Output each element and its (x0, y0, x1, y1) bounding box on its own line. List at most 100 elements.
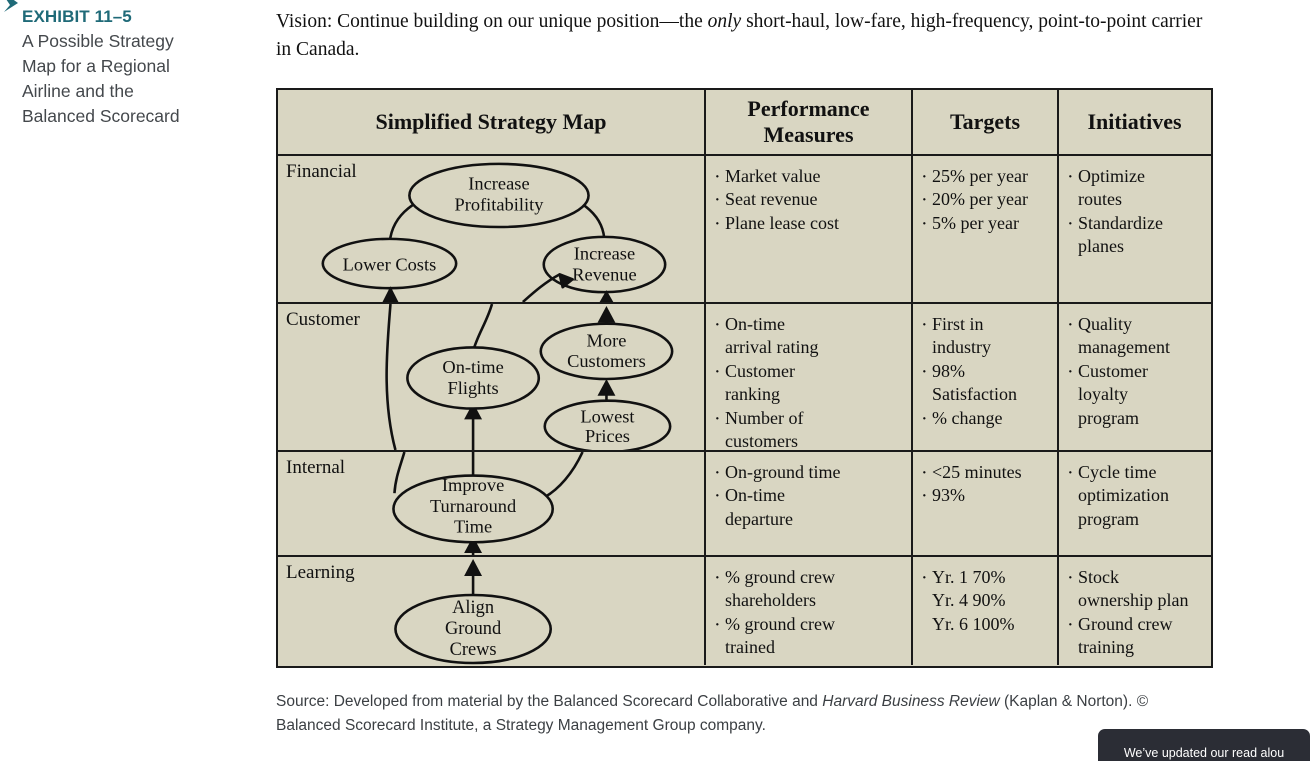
node-label: More (587, 330, 627, 350)
arrowhead (464, 536, 483, 554)
targets-list: First in industry 98% Satisfaction % cha… (913, 304, 1057, 432)
node-label: Revenue (572, 264, 636, 284)
targets-list: <25 minutes 93% (913, 452, 1057, 510)
exhibit-title-line-1: A Possible Strategy (22, 31, 174, 52)
targets-list: 25% per year 20% per year 5% per year (913, 156, 1057, 237)
initiatives-list: Optimize routes Standardize planes (1059, 156, 1210, 259)
measures-customer: On-time arrival rating Customer ranking … (706, 304, 913, 453)
node-label: Improve (442, 475, 504, 495)
list-item: management (1078, 337, 1170, 358)
strategy-map-canvas-internal: Improve Turnaround Time (392, 452, 584, 555)
node-label: Increase (574, 244, 635, 264)
table-header-row: Simplified Strategy Map Performance Meas… (278, 90, 1211, 156)
strategy-map-customer: Customer On-time Flight (278, 304, 706, 450)
node-label: Prices (585, 426, 630, 446)
header-strategy-map: Simplified Strategy Map (278, 90, 706, 154)
targets-internal: <25 minutes 93% (913, 452, 1059, 555)
toast-message: We’ve updated our read alou (1123, 746, 1285, 760)
arrowhead (464, 402, 483, 420)
list-item: departure (725, 508, 793, 529)
node-label: Profitability (454, 194, 544, 214)
back-chevron-icon[interactable] (0, 0, 32, 26)
list-item: arrival rating (725, 337, 819, 358)
strategy-map-canvas-financial: Increase Profitability Lower Costs Incre… (321, 162, 667, 302)
exhibit-caption: EXHIBIT 11–5 A Possible Strategy Map for… (22, 6, 262, 129)
node-label: Flights (448, 378, 499, 398)
arrowhead (597, 305, 616, 323)
arrowhead (558, 273, 574, 289)
list-item: customers (725, 430, 798, 451)
table-row-financial: Financial Increase Profitability Lower C… (278, 156, 1211, 304)
list-item: On-time (714, 312, 905, 338)
node-increase-revenue (542, 235, 667, 294)
exhibit-title-line-2: Map for a Regional (22, 56, 170, 77)
list-item: Plane lease cost (714, 211, 905, 237)
initiatives-list: Quality management Customer loyalty prog… (1059, 304, 1210, 430)
measures-financial: Market value Seat revenue Plane lease co… (706, 156, 913, 302)
arrowhead (599, 290, 614, 302)
source-text-part-1: Source: Developed from material by the B… (276, 693, 823, 710)
targets-list: Yr. 1 70% Yr. 4 90% Yr. 6 100% (913, 557, 1057, 636)
node-label: On-time (442, 357, 503, 377)
initiatives-learning: Stock ownership plan Ground crew trainin… (1059, 557, 1210, 665)
perspective-label-learning: Learning (286, 562, 355, 583)
arrowhead (382, 286, 399, 302)
list-item: loyalty (1078, 384, 1128, 405)
list-item: On-ground time (714, 460, 905, 486)
initiatives-list: Stock ownership plan Ground crew trainin… (1059, 557, 1210, 660)
list-item: 98% (921, 359, 1051, 385)
exhibit-title-line-3: Airline and the (22, 80, 134, 101)
measures-list: On-ground time On-time departure (706, 452, 911, 531)
list-item: planes (1078, 236, 1124, 257)
list-item: shareholders (725, 590, 816, 611)
list-item: program (1078, 508, 1139, 529)
node-label: Crews (450, 639, 497, 659)
node-label: Customers (567, 351, 646, 371)
perspective-label-customer: Customer (286, 309, 360, 330)
initiatives-financial: Optimize routes Standardize planes (1059, 156, 1210, 302)
list-item: industry (932, 337, 992, 358)
exhibit-title-line-4: Balanced Scorecard (22, 105, 180, 126)
initiatives-internal: Cycle time optimization program (1059, 452, 1210, 555)
header-measures-line-1: Performance (747, 95, 870, 121)
node-label: Increase (468, 174, 529, 194)
targets-financial: 25% per year 20% per year 5% per year (913, 156, 1059, 302)
node-increase-profitability (408, 162, 590, 229)
list-item: % change (921, 406, 1051, 432)
list-item: routes (1078, 189, 1122, 210)
list-item: Number of (714, 406, 905, 432)
node-lowest-prices (543, 399, 672, 450)
list-item: optimization (1078, 485, 1169, 506)
read-aloud-toast[interactable]: We’ve updated our read alou (1098, 729, 1310, 761)
list-item: <25 minutes (921, 460, 1051, 486)
measures-list: On-time arrival rating Customer ranking … (706, 304, 911, 453)
header-initiatives: Initiatives (1087, 108, 1182, 134)
list-item: Cycle time (1067, 460, 1204, 486)
list-item: Market value (714, 164, 905, 190)
source-note: Source: Developed from material by the B… (276, 690, 1216, 738)
source-text-part-2: (Kaplan & Norton). © Balanced Scorecard … (276, 693, 1149, 735)
strategy-map-canvas-customer: On-time Flights More Customers Lowest Pr… (385, 304, 674, 450)
header-performance-measures: Performance Measures (706, 90, 913, 154)
list-item: 93% (921, 483, 1051, 509)
table-row-learning: Learning Align Ground Crews % ground cre… (278, 557, 1211, 665)
measures-list: Market value Seat revenue Plane lease co… (706, 156, 911, 237)
vision-emphasis: only (707, 11, 742, 32)
list-item: Standardize (1067, 211, 1204, 237)
list-item: Stock (1067, 565, 1204, 591)
table-row-customer: Customer On-time Flight (278, 304, 1211, 452)
arrowhead (597, 378, 616, 396)
node-on-time-flights (406, 346, 541, 410)
list-item: 20% per year (921, 187, 1051, 213)
node-improve-turnaround-time (392, 474, 555, 544)
list-item: Customer (714, 359, 905, 385)
measures-internal: On-ground time On-time departure (706, 452, 913, 555)
vision-statement: Vision: Continue building on our unique … (276, 8, 1211, 63)
list-item: Satisfaction (932, 384, 1017, 405)
list-item: Customer (1067, 359, 1204, 385)
node-label: Turnaround (430, 496, 516, 516)
list-item: % ground crew (714, 565, 905, 591)
list-item: Seat revenue (714, 187, 905, 213)
header-targets: Targets (913, 90, 1059, 154)
list-item: program (1078, 407, 1139, 428)
